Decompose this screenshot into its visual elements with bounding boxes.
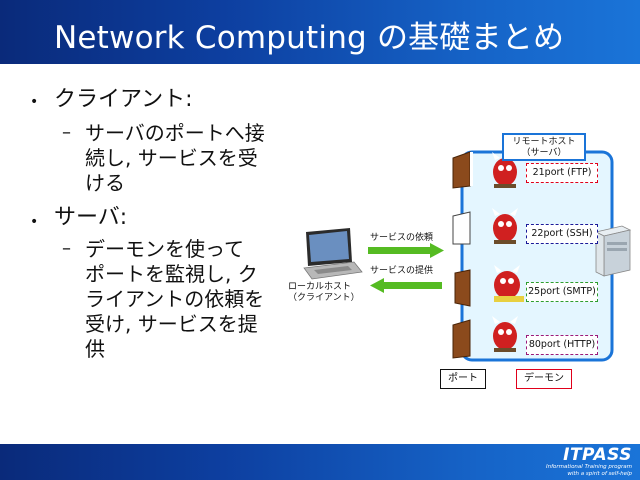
remote-host-label: リモートホスト （サーバ） — [502, 133, 586, 161]
sub-bullet-line: ポートを監視し, ク — [85, 262, 258, 286]
bullet-dot: • — [30, 214, 39, 230]
door-icon — [452, 319, 471, 359]
logo-tagline: Informational Training program — [545, 464, 632, 470]
legend-port: ポート — [440, 369, 486, 389]
request-arrow-label: サービスの依頼 — [370, 233, 434, 243]
daemon-icon — [492, 208, 518, 244]
itpass-logo: ITPASS Informational Training program wi… — [546, 447, 632, 478]
daemon-icon — [492, 152, 518, 188]
local-host-label: ローカルホスト （クライアント） — [288, 282, 360, 304]
sub-bullet-dash: – — [62, 122, 71, 143]
legend-daemon: デーモン — [516, 369, 572, 389]
logo-tagline: with a spirit of self-help — [567, 471, 632, 477]
provide-arrow-label: サービスの提供 — [370, 266, 434, 276]
bullet-server: サーバ: — [54, 205, 128, 230]
server-icon — [594, 225, 632, 277]
logo-word: ITPASS — [563, 445, 632, 465]
port-label-ftp: 21port (FTP) — [526, 163, 598, 183]
sub-bullet-line: 供 — [85, 337, 105, 361]
port-label-smtp: 25port (SMTP) — [526, 282, 598, 302]
sub-bullet-line: 受け, サービスを提 — [85, 312, 258, 336]
request-arrow — [368, 243, 444, 258]
sub-bullet-dash: – — [62, 238, 71, 259]
sub-bullet-line: 続し, サービスを受 — [85, 146, 258, 170]
port-label-http: 80port (HTTP) — [526, 335, 598, 355]
daemon-icon — [494, 265, 524, 302]
door-icon — [452, 211, 471, 245]
bullet-dot: • — [30, 94, 39, 110]
remote-host-label-line: （サーバ） — [521, 148, 567, 158]
remote-host-box — [460, 150, 614, 362]
daemon-icon — [492, 316, 518, 352]
laptop-icon — [303, 228, 363, 280]
footer-bar — [0, 444, 640, 480]
sub-bullet-line: サーバのポートへ接 — [85, 121, 265, 145]
door-icon — [452, 151, 473, 189]
bullet-client: クライアント: — [54, 87, 193, 112]
slide-title: Network Computing の基礎まとめ — [54, 20, 565, 56]
local-host-label-line: ローカルホスト — [288, 282, 352, 292]
sub-bullet-line: デーモンを使って — [85, 237, 244, 261]
provide-arrow — [370, 278, 442, 293]
port-label-ssh: 22port (SSH) — [526, 224, 598, 244]
title-bar: Network Computing の基礎まとめ — [0, 0, 640, 64]
local-host-label-line: （クライアント） — [288, 293, 360, 303]
door-icon — [454, 269, 471, 307]
remote-host-label-line: リモートホスト — [512, 137, 576, 147]
sub-bullet-line: ける — [85, 171, 125, 195]
sub-bullet-line: ライアントの依頼を — [85, 287, 265, 311]
